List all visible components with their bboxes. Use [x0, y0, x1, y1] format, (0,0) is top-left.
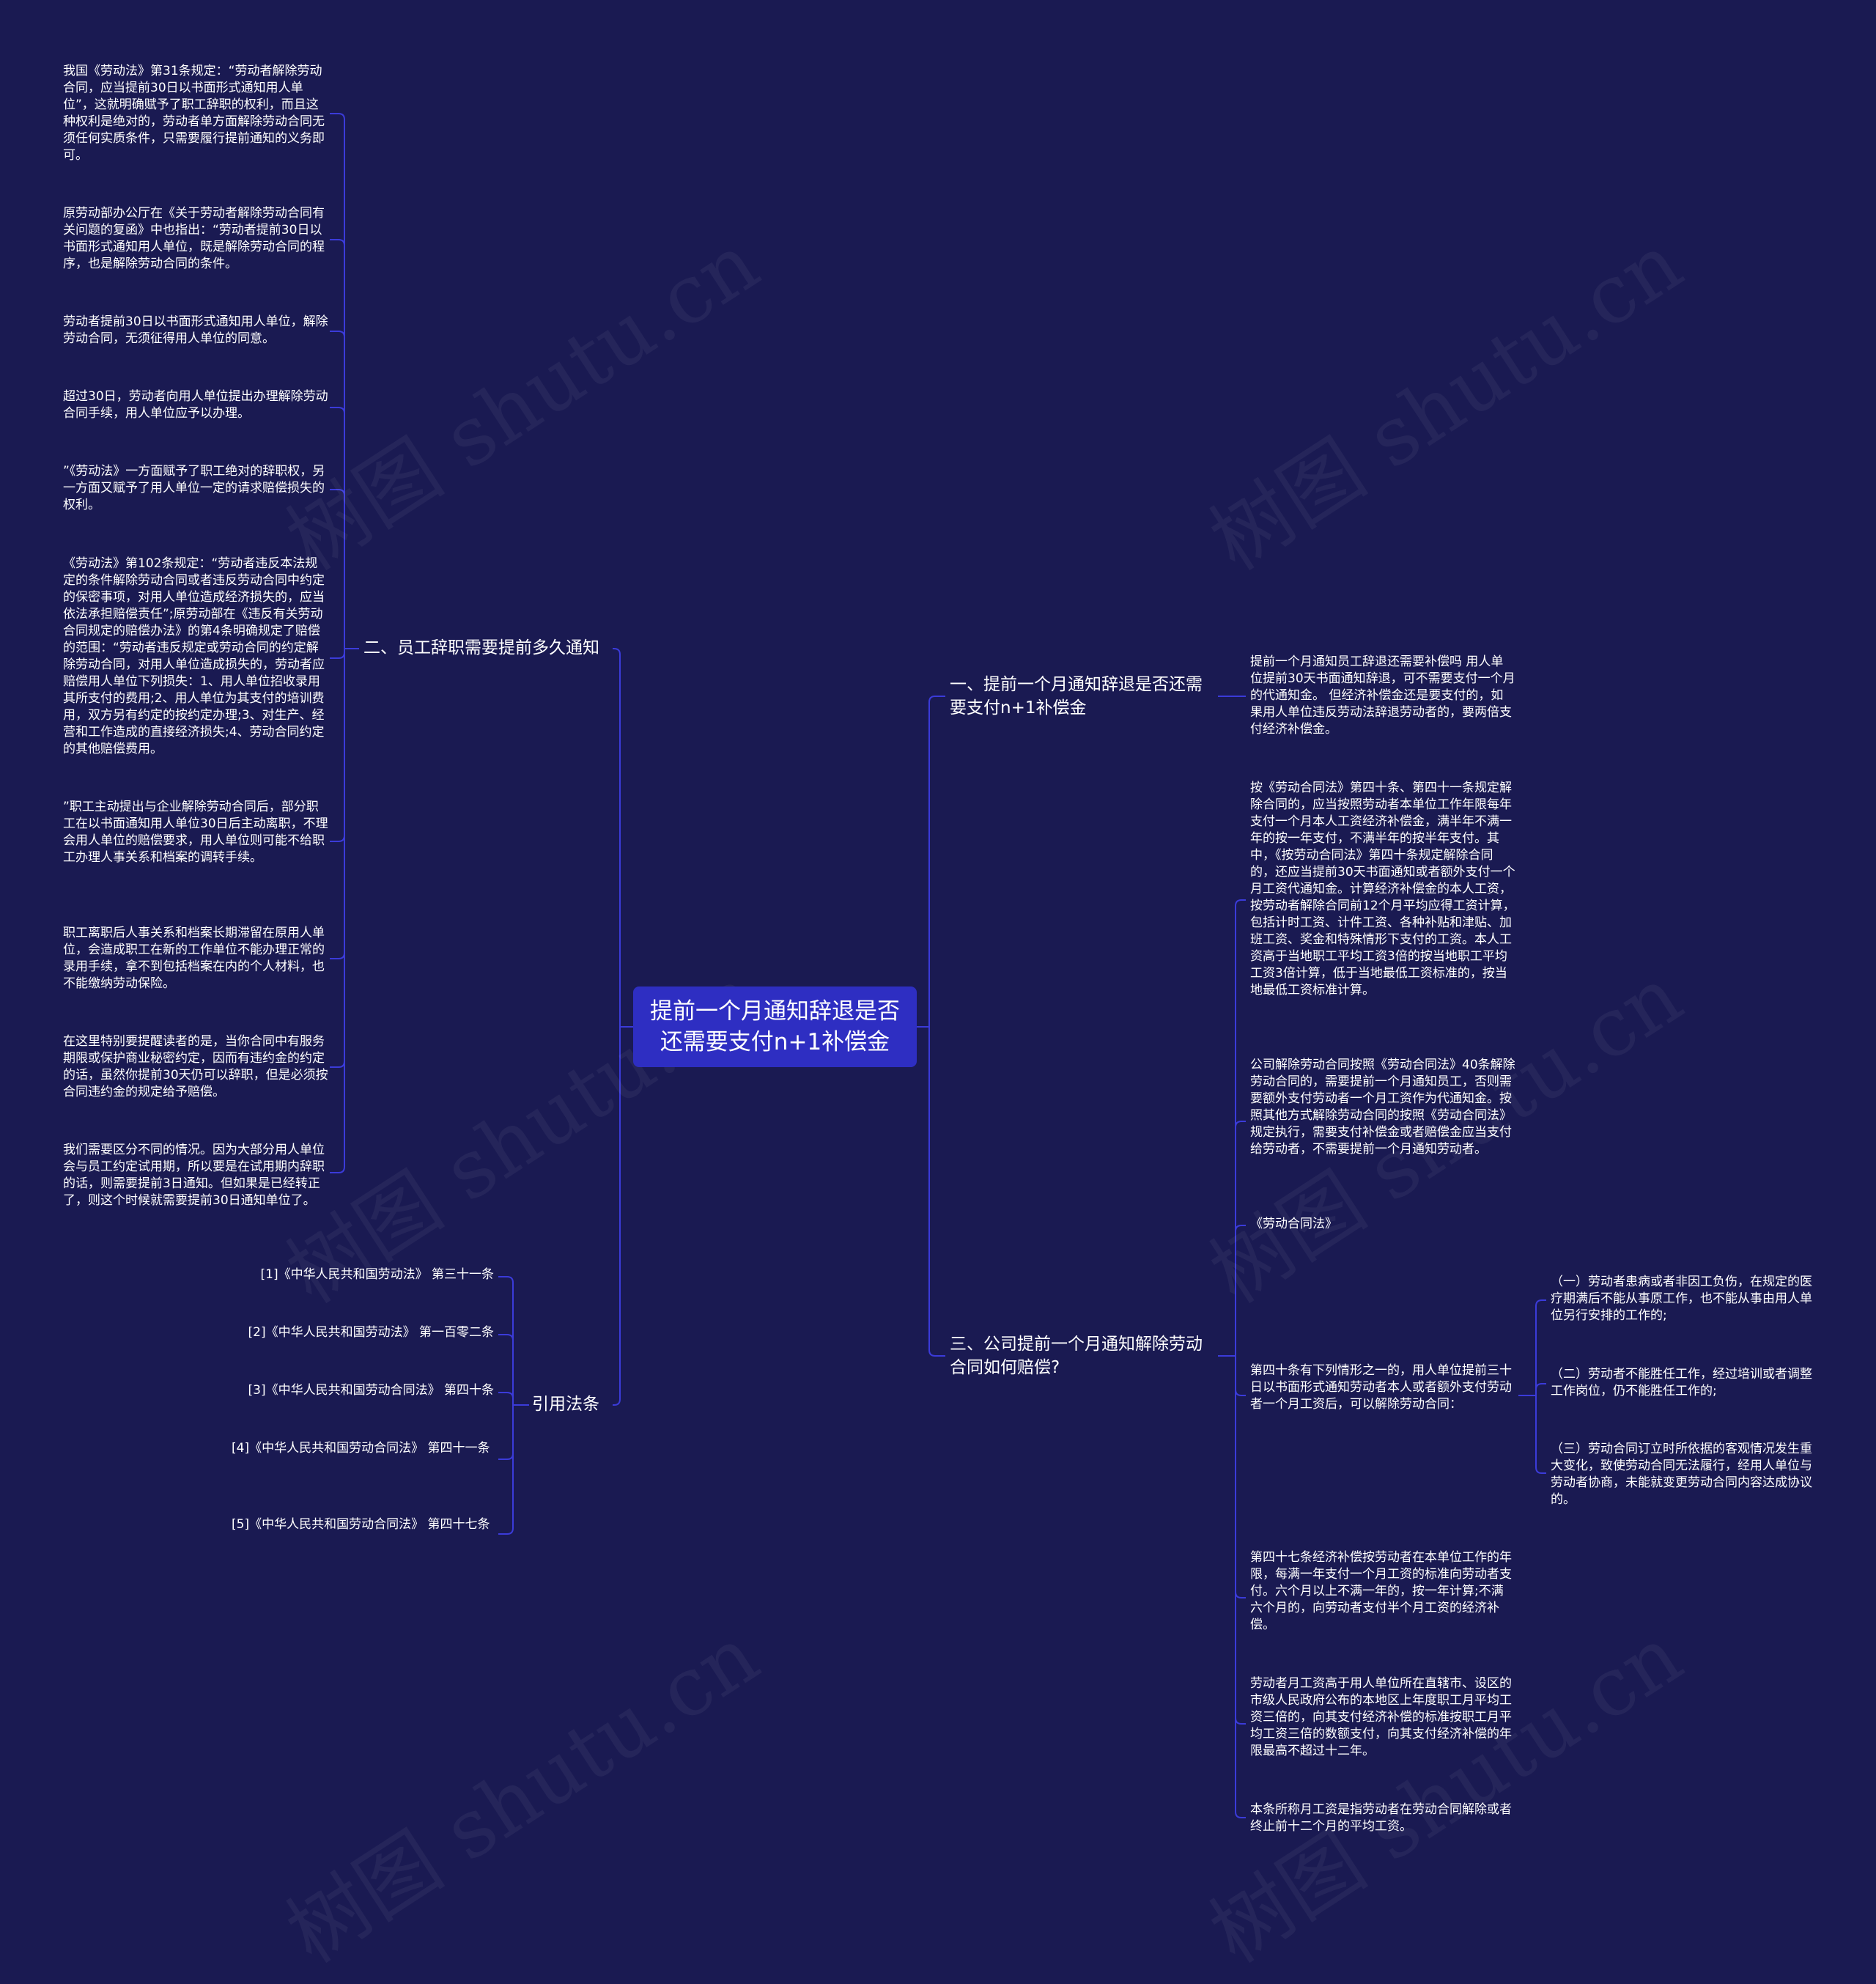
b2-group-link-3: [330, 407, 345, 414]
leaf-b3-5[interactable]: 劳动者月工资高于用人单位所在直辖市、设区的市级人民政府公布的本地区上年度职工月平…: [1250, 1676, 1512, 1758]
root-left-link-1: [613, 1398, 621, 1406]
art40-group-link-0: [1535, 1299, 1546, 1307]
b2-group-link-7: [330, 952, 345, 959]
leaf-b4-2[interactable]: [3]《中华人民共和国劳动合同法》 第四十条: [248, 1383, 494, 1398]
leaf-b2-8[interactable]: 在这里特别要提醒读者的是，当你合同中有服务期限或保护商业秘密约定，因而有违约金的…: [63, 1034, 328, 1099]
b4-group-link-3: [498, 1453, 514, 1460]
b3-group-link-4: [1235, 1591, 1246, 1598]
leaf-b2-4[interactable]: ”《劳动法》一方面赋予了职工绝对的辞职权，另一方面又赋予了用人单位一定的请求赔偿…: [63, 464, 325, 512]
b3-group-link-0: [1235, 899, 1246, 907]
leaf-b2-3[interactable]: 超过30日，劳动者向用人单位提出办理解除劳动合同手续，用人单位应予以办理。: [63, 389, 328, 421]
b2-group-link-0: [330, 113, 345, 120]
b4-group-link-0: [498, 1276, 514, 1283]
leaf-b4-3[interactable]: [4]《中华人民共和国劳动合同法》 第四十一条: [232, 1441, 490, 1456]
leaf-b2-6[interactable]: ”职工主动提出与企业解除劳动合同后，部分职工在以书面通知用人单位30日后主动离职…: [63, 800, 328, 865]
leaf-b1-0[interactable]: 提前一个月通知员工辞退还需要补偿吗 用人单位提前30天书面通知辞退，可不需要支付…: [1250, 654, 1515, 737]
leaf-b2-0[interactable]: 我国《劳动法》第31条规定：“劳动者解除劳动合同，应当提前30日以书面形式通知用…: [63, 64, 325, 163]
leaf-b4-4[interactable]: [5]《中华人民共和国劳动合同法》 第四十七条: [232, 1517, 490, 1532]
b3-group-link-5: [1235, 1717, 1246, 1725]
leaf-b4-1[interactable]: [2]《中华人民共和国劳动法》 第一百零二条: [248, 1325, 494, 1340]
root-right-link-1: [928, 1349, 945, 1357]
leaf-art40-2[interactable]: （三）劳动合同订立时所依据的客观情况发生重大变化，致使劳动合同无法履行，经用人单…: [1551, 1442, 1812, 1507]
b3-group-link-1: [1235, 1121, 1246, 1128]
b2-group-link-5: [330, 652, 345, 659]
art40-group-link-1: [1535, 1383, 1546, 1390]
leaf-b3-2[interactable]: 《劳动合同法》: [1250, 1217, 1337, 1231]
b2-group-link-9: [330, 1166, 345, 1173]
leaf-b2-2[interactable]: 劳动者提前30日以书面形式通知用人单位，解除劳动合同，无须征得用人单位的同意。: [63, 314, 328, 346]
b2-group-link-4: [330, 489, 345, 496]
root-left-link-0: [613, 648, 621, 655]
branch-node-1[interactable]: 一、提前一个月通知辞退是否还需要支付n+1补偿金: [950, 675, 1203, 718]
b3-group-link-2: [1235, 1225, 1246, 1232]
branch-node-2[interactable]: 二、员工辞职需要提前多久通知: [363, 638, 599, 657]
leaf-b3-4[interactable]: 第四十七条经济补偿按劳动者在本单位工作的年限，每满一年支付一个月工资的标准向劳动…: [1250, 1550, 1512, 1632]
root-right-link-0: [928, 696, 945, 703]
b2-group-link-2: [330, 331, 345, 338]
b3-group-link-6: [1235, 1811, 1246, 1818]
leaf-b3-0[interactable]: 按《劳动合同法》第四十条、第四十一条规定解除合同的，应当按照劳动者本单位工作年限…: [1250, 781, 1515, 997]
leaf-b4-0[interactable]: [1]《中华人民共和国劳动法》 第三十一条: [260, 1267, 494, 1282]
b2-group-link-1: [330, 239, 345, 246]
b4-group-link-4: [498, 1527, 514, 1535]
leaf-b3-1[interactable]: 公司解除劳动合同按照《劳动合同法》40条解除劳动合同的，需要提前一个月通知员工，…: [1250, 1058, 1515, 1157]
leaf-b2-7[interactable]: 职工离职后人事关系和档案长期滞留在原用人单位，会造成职工在新的工作单位不能办理正…: [63, 926, 325, 991]
b2-group-link-8: [330, 1061, 345, 1068]
leaf-b2-9[interactable]: 我们需要区分不同的情况。因为大部分用人单位会与员工约定试用期，所以要是在试用期内…: [63, 1143, 325, 1208]
b2-group-link-6: [330, 835, 345, 842]
leaf-b2-5[interactable]: 《劳动法》第102条规定：“劳动者违反本法规定的条件解除劳动合同或者违反劳动合同…: [63, 556, 325, 756]
leaf-art40-1[interactable]: （二）劳动者不能胜任工作，经过培训或者调整工作岗位，仍不能胜任工作的;: [1551, 1367, 1812, 1398]
b3-group-link-3: [1235, 1389, 1246, 1396]
leaf-b3-3[interactable]: 第四十条有下列情形之一的，用人单位提前三十日以书面形式通知劳动者本人或者额外支付…: [1250, 1363, 1512, 1412]
b4-group-link-1: [498, 1334, 514, 1341]
art40-group-link-2: [1535, 1467, 1546, 1474]
root-node[interactable]: 提前一个月通知辞退是否还需要支付n+1补偿金: [633, 987, 917, 1067]
leaf-b2-1[interactable]: 原劳动部办公厅在《关于劳动者解除劳动合同有关问题的复函》中也指出：“劳动者提前3…: [63, 206, 325, 271]
branch-node-3[interactable]: 三、公司提前一个月通知解除劳动合同如何赔偿?: [950, 1335, 1203, 1377]
connector-lines: [330, 113, 1546, 1818]
leaf-b3-6[interactable]: 本条所称月工资是指劳动者在劳动合同解除或者终止前十二个月的平均工资。: [1250, 1802, 1512, 1834]
leaf-art40-0[interactable]: （一）劳动者患病或者非因工负伤，在规定的医疗期满后不能从事原工作，也不能从事由用…: [1551, 1275, 1812, 1323]
branch-node-4[interactable]: 引用法条: [532, 1395, 599, 1414]
b4-group-link-2: [498, 1392, 514, 1399]
